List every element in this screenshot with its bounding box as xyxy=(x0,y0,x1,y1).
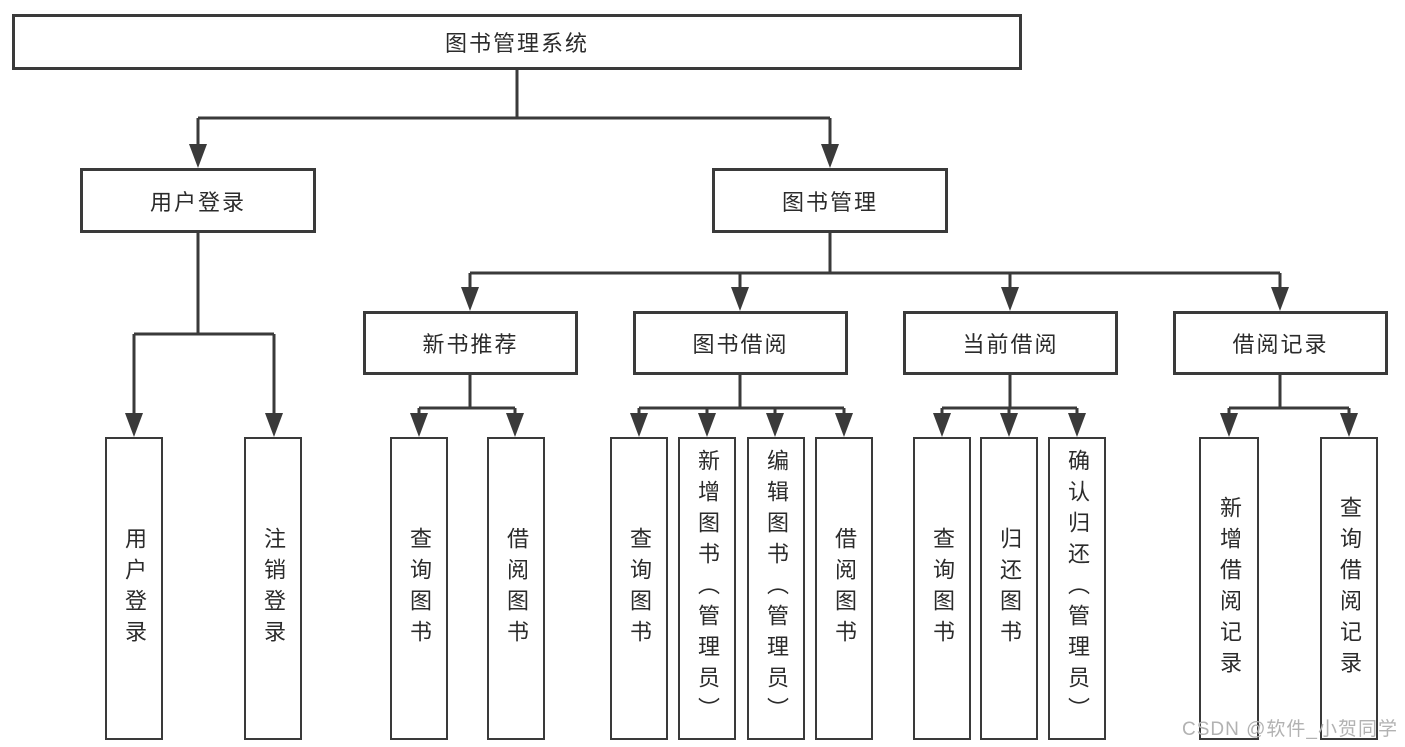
node-user-login: 用户登录 xyxy=(80,168,316,233)
arrowhead-icon xyxy=(1340,413,1358,437)
node-label: 图书管理 xyxy=(781,189,878,215)
arrowhead-icon xyxy=(506,413,524,437)
leaf-query-borrowing-record: 查询借阅记录 xyxy=(1320,437,1378,740)
connector-path xyxy=(132,233,276,425)
connector-new-book-recommendation-to-leaves xyxy=(410,375,524,437)
connector-borrowing-records-to-leaves xyxy=(1220,375,1358,437)
leaf-query-books-borrowing: 查询图书 xyxy=(610,437,668,740)
node-label: 当前借阅 xyxy=(962,332,1059,357)
arrowhead-icon xyxy=(189,144,207,168)
node-new-book-recommendation: 新书推荐 xyxy=(363,311,578,375)
connector-user-login-to-leaves xyxy=(125,233,283,437)
connector-root-to-level2 xyxy=(189,70,839,168)
connector-current-borrowing-to-leaves xyxy=(933,375,1086,437)
node-label: 图书管理系统 xyxy=(444,31,589,56)
arrowhead-icon xyxy=(731,287,749,311)
node-book-management: 图书管理 xyxy=(712,168,948,233)
leaf-borrow-books-borrowing: 借阅图书 xyxy=(815,437,873,740)
arrowhead-icon xyxy=(1000,413,1018,437)
leaf-user-login: 用户登录 xyxy=(105,437,163,740)
leaf-logout: 注销登录 xyxy=(244,437,302,740)
csdn-watermark: CSDN @软件_小贺同学 xyxy=(1182,719,1398,740)
node-book-borrowing: 图书借阅 xyxy=(633,311,848,375)
arrowhead-icon xyxy=(630,413,648,437)
node-current-borrowing: 当前借阅 xyxy=(903,311,1118,375)
connector-path xyxy=(196,70,832,156)
leaf-query-books-recommendation: 查询图书 xyxy=(390,437,448,740)
node-book-management-system: 图书管理系统 xyxy=(12,14,1022,70)
arrowhead-icon xyxy=(265,413,283,437)
arrowhead-icon xyxy=(410,413,428,437)
leaf-return-books: 归还图书 xyxy=(980,437,1038,740)
arrowhead-icon xyxy=(461,287,479,311)
arrowhead-icon xyxy=(1001,287,1019,311)
node-label: 图书借阅 xyxy=(692,332,789,357)
leaf-borrow-books-recommendation: 借阅图书 xyxy=(487,437,545,740)
arrowhead-icon xyxy=(835,413,853,437)
arrowhead-icon xyxy=(821,144,839,168)
leaf-edit-books-admin: 编辑图书（管理员） xyxy=(747,437,805,740)
leaf-add-books-admin: 新增图书（管理员） xyxy=(678,437,736,740)
arrowhead-icon xyxy=(698,413,716,437)
connector-book-management-to-level3 xyxy=(461,233,1289,311)
arrowhead-icon xyxy=(125,413,143,437)
arrowhead-icon xyxy=(1220,413,1238,437)
leaf-add-borrowing-record: 新增借阅记录 xyxy=(1199,437,1259,740)
connector-path xyxy=(468,233,1282,299)
arrowhead-icon xyxy=(1271,287,1289,311)
connector-path xyxy=(637,375,846,425)
leaf-query-books-current: 查询图书 xyxy=(913,437,971,740)
arrowhead-icon xyxy=(766,413,784,437)
node-borrowing-records: 借阅记录 xyxy=(1173,311,1388,375)
leaf-confirm-return-admin: 确认归还（管理员） xyxy=(1048,437,1106,740)
arrowhead-icon xyxy=(933,413,951,437)
arrowhead-icon xyxy=(1068,413,1086,437)
connector-book-borrowing-to-leaves xyxy=(630,375,853,437)
node-label: 借阅记录 xyxy=(1232,332,1329,357)
node-label: 用户登录 xyxy=(149,189,246,215)
connector-path xyxy=(417,375,517,425)
connector-path xyxy=(1227,375,1351,425)
node-label: 新书推荐 xyxy=(422,332,519,357)
